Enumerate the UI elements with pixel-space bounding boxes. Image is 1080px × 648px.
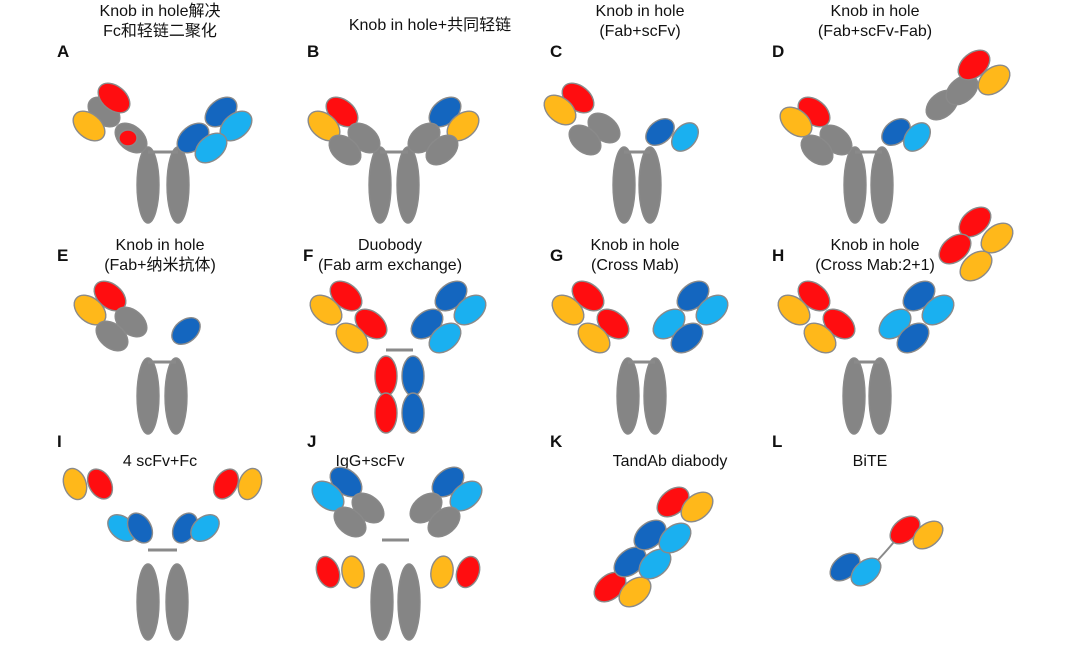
panel-title: IgG+scFv <box>335 453 405 470</box>
antibody-diagram-i <box>62 467 263 641</box>
antibody-diagram-l <box>829 515 944 587</box>
panel-title: 4 scFv+Fc <box>122 453 198 470</box>
panel-title: Knob in hole+共同轻链 <box>348 17 512 34</box>
panel-h: Knob in hole (Cross Mab:2+1) H <box>772 206 1080 435</box>
panel-letter: F <box>303 246 314 265</box>
panel-title: Knob in hole (Cross Mab) <box>590 237 680 274</box>
antibody-diagram-g <box>551 280 729 435</box>
antibody-diagram-f <box>309 280 487 434</box>
panel-d: Knob in hole (Fab+scFv-Fab) D <box>772 0 1080 224</box>
antibody-diagram-k <box>593 486 714 608</box>
panel-g: Knob in hole (Cross Mab) G <box>540 216 810 435</box>
antibody-diagram-a <box>72 82 253 224</box>
antibody-diagram-c <box>543 82 699 224</box>
panel-l: BiTE L <box>772 432 1080 648</box>
panel-title: TandAb diabody <box>612 453 728 470</box>
panel-letter: D <box>772 42 785 61</box>
panel-title: Knob in hole (Cross Mab:2+1) <box>815 237 935 274</box>
panel-title: Knob in hole (Fab+纳米抗体) <box>104 237 216 274</box>
antibody-diagram-d <box>779 49 1011 224</box>
panel-letter: E <box>57 246 69 265</box>
panel-b: Knob in hole+共同轻链 B <box>270 0 540 224</box>
panel-e: Knob in hole (Fab+纳米抗体) E <box>0 216 270 435</box>
antibody-diagram-e <box>73 280 201 435</box>
panel-j: IgG+scFv J <box>270 432 540 648</box>
antibody-diagram-h <box>777 206 1014 435</box>
antibody-diagram-j <box>311 466 483 641</box>
panel-title: Knob in hole (Fab+scFv-Fab) <box>817 3 933 40</box>
panel-letter: C <box>550 42 563 61</box>
panel-k: TandAb diabody K <box>540 432 810 648</box>
panel-letter: I <box>57 432 62 451</box>
panel-c: Knob in hole (Fab+scFv) C <box>540 0 810 224</box>
panel-letter: K <box>550 432 563 451</box>
panel-letter: G <box>550 246 564 265</box>
panel-a: Knob in hole解决 Fc和轻链二聚化 A <box>0 0 270 224</box>
panel-title: Knob in hole解决 Fc和轻链二聚化 <box>99 3 221 40</box>
panel-title: BiTE <box>852 453 888 470</box>
antibody-diagram-b <box>307 96 480 224</box>
panel-i: 4 scFv+Fc I <box>0 432 270 648</box>
panel-letter: A <box>57 42 70 61</box>
panel-title: Duobody (Fab arm exchange) <box>317 237 463 274</box>
panel-letter: J <box>307 432 317 451</box>
panel-title: Knob in hole (Fab+scFv) <box>595 3 685 40</box>
panel-f: Duobody (Fab arm exchange) F <box>270 216 540 434</box>
panel-letter: H <box>772 246 785 265</box>
panel-letter: L <box>772 432 783 451</box>
panel-letter: B <box>307 42 320 61</box>
